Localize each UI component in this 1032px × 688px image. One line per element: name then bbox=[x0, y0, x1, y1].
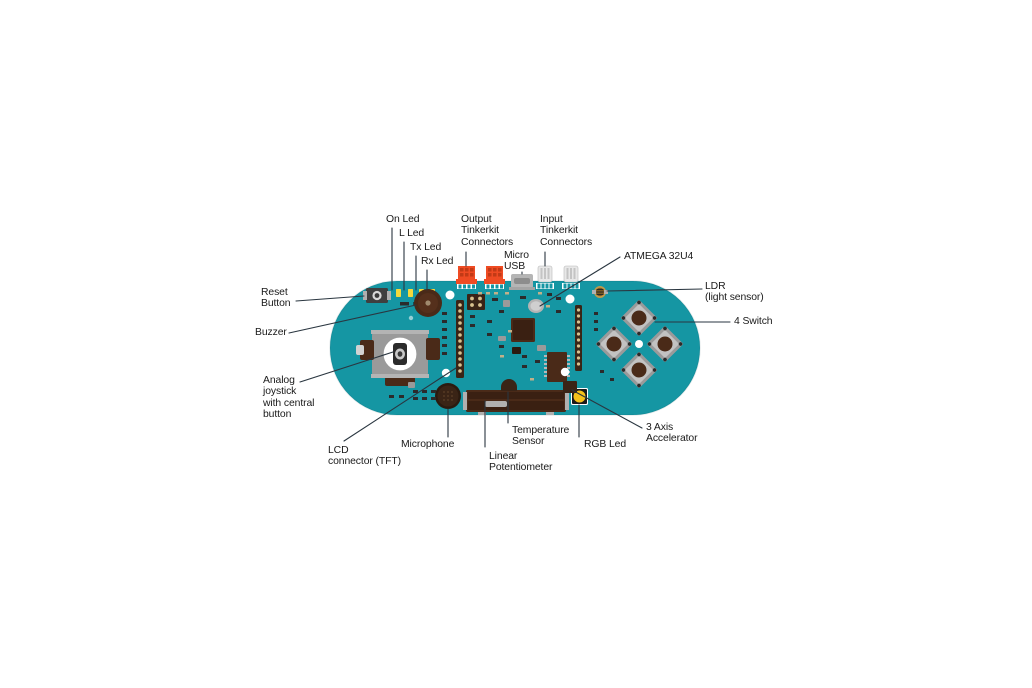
label-l-led: L Led bbox=[399, 228, 425, 239]
label-reset-button: Reset Button bbox=[261, 287, 291, 310]
label-lcd-connector: LCD connector (TFT) bbox=[328, 445, 401, 468]
icsp-header bbox=[467, 294, 485, 310]
leader-joystick bbox=[299, 351, 394, 383]
lcd-tft-connector bbox=[456, 300, 464, 378]
input-tinkerkit-connectors bbox=[536, 265, 580, 289]
four-switch-cluster bbox=[596, 300, 683, 388]
leader-reset bbox=[295, 295, 365, 302]
atmega-32u4-chip bbox=[511, 318, 535, 342]
leader-3axis bbox=[571, 389, 643, 429]
label-rgb-led: RGB Led bbox=[584, 439, 627, 450]
reset-button-component bbox=[363, 288, 391, 303]
micro-usb-port bbox=[509, 274, 535, 290]
buzzer-component bbox=[414, 289, 442, 317]
accelerometer-component bbox=[563, 381, 577, 393]
leader-ldr bbox=[606, 288, 703, 292]
microphone-component bbox=[435, 383, 461, 409]
crystal-oscillator bbox=[528, 299, 544, 313]
label-analog-joystick: Analog joystick with central button bbox=[263, 375, 315, 421]
mounting-holes bbox=[408, 290, 575, 378]
secondary-header bbox=[575, 305, 582, 371]
output-tinkerkit-connectors bbox=[456, 266, 505, 289]
label-atmega-32u4: ATMEGA 32U4 bbox=[624, 251, 694, 262]
label-tx-led: Tx Led bbox=[410, 242, 442, 253]
pcb-shading bbox=[329, 280, 701, 416]
label-buzzer: Buzzer bbox=[255, 327, 287, 338]
label-rx-led: Rx Led bbox=[421, 256, 454, 267]
smd-components bbox=[389, 292, 614, 400]
label-output-tinkerkit-connectors: Output Tinkerkit Connectors bbox=[461, 214, 514, 248]
analog-joystick-component bbox=[356, 330, 440, 386]
leader-lines bbox=[288, 227, 731, 448]
label-on-led: On Led bbox=[386, 214, 420, 225]
ldr-light-sensor bbox=[592, 286, 608, 298]
label-input-tinkerkit-connectors: Input Tinkerkit Connectors bbox=[540, 214, 593, 248]
linear-potentiometer bbox=[463, 390, 569, 415]
leader-atmega bbox=[539, 256, 621, 307]
label-ldr-light-sensor: LDR (light sensor) bbox=[705, 281, 764, 304]
leader-buzzer bbox=[288, 304, 417, 334]
label-4-switch: 4 Switch bbox=[734, 316, 773, 327]
label-microphone: Microphone bbox=[401, 439, 455, 450]
label-linear-potentiometer: Linear Potentiometer bbox=[489, 451, 553, 474]
secondary-ic bbox=[544, 352, 570, 382]
temperature-sensor-component bbox=[501, 379, 517, 391]
label-micro-usb: Micro USB bbox=[504, 250, 529, 273]
label-temperature-sensor: Temperature Sensor bbox=[512, 425, 570, 448]
label-3-axis-accelerator: 3 Axis Accelerator bbox=[646, 422, 698, 445]
leader-lcd bbox=[343, 367, 457, 442]
